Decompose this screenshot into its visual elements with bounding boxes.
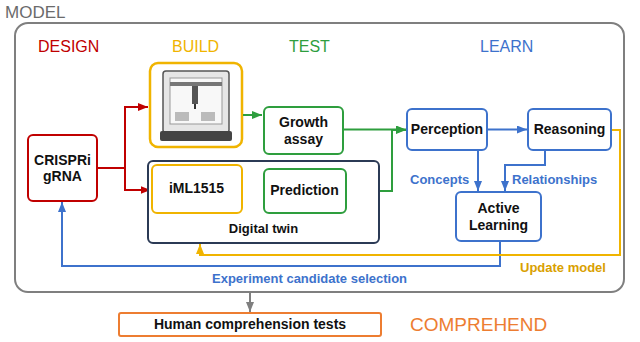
robot-pipette — [192, 86, 198, 104]
robot-plate — [201, 112, 215, 121]
robot-base — [160, 131, 232, 141]
node-text: Perception — [411, 121, 483, 137]
build-arrow — [125, 107, 148, 168]
test-box: Growth assay — [263, 106, 344, 155]
node-text: CRISPRi gRNA — [31, 152, 94, 184]
node-text: Digital twin — [149, 222, 378, 237]
edge-label: Update model — [520, 261, 606, 276]
stage-heading: BUILD — [172, 38, 219, 56]
robot-frame — [150, 63, 242, 147]
stage-heading: DESIGN — [38, 38, 99, 56]
relation-label: Relationships — [512, 173, 597, 188]
design-box: CRISPRi gRNA — [27, 134, 98, 202]
stage-heading: TEST — [289, 38, 330, 56]
node-text: Growth assay — [267, 114, 340, 146]
comprehend-box: Human comprehension tests — [118, 312, 382, 337]
node-text: MODEL — [5, 3, 65, 23]
robot-body — [163, 71, 229, 133]
node-text: Human comprehension tests — [154, 316, 346, 332]
learn-box: Active Learning — [455, 191, 542, 242]
stage-heading: COMPREHEND — [410, 314, 547, 336]
flow-arrow — [249, 293, 251, 312]
robot-plate — [175, 112, 189, 121]
edge-label: Experiment candidate selection — [212, 272, 407, 287]
relation-label: Concepts — [410, 173, 469, 188]
robot-gantry — [170, 82, 222, 86]
node-text: Reasoning — [534, 121, 606, 137]
robot-tip — [194, 104, 196, 109]
digital-twin-box: Digital twin iML1515 Prediction — [147, 160, 380, 244]
node-text: Prediction — [270, 182, 338, 198]
prediction-box: Prediction — [263, 168, 347, 214]
stage-heading: LEARN — [480, 38, 533, 56]
learn-box: Reasoning — [527, 108, 612, 151]
test-arrow — [243, 114, 262, 116]
node-text: iML1515 — [169, 180, 224, 196]
node-text: Active Learning — [459, 200, 538, 232]
flow-arrow — [488, 129, 527, 131]
flow-arrow — [477, 151, 479, 191]
flow-arrow — [98, 168, 151, 190]
learn-box: Perception — [406, 108, 488, 151]
robot-window — [170, 78, 222, 124]
model-frame: MODELCRISPRi gRNAGrowth assayDigital twi… — [14, 22, 625, 293]
model-box: iML1515 — [151, 164, 243, 214]
